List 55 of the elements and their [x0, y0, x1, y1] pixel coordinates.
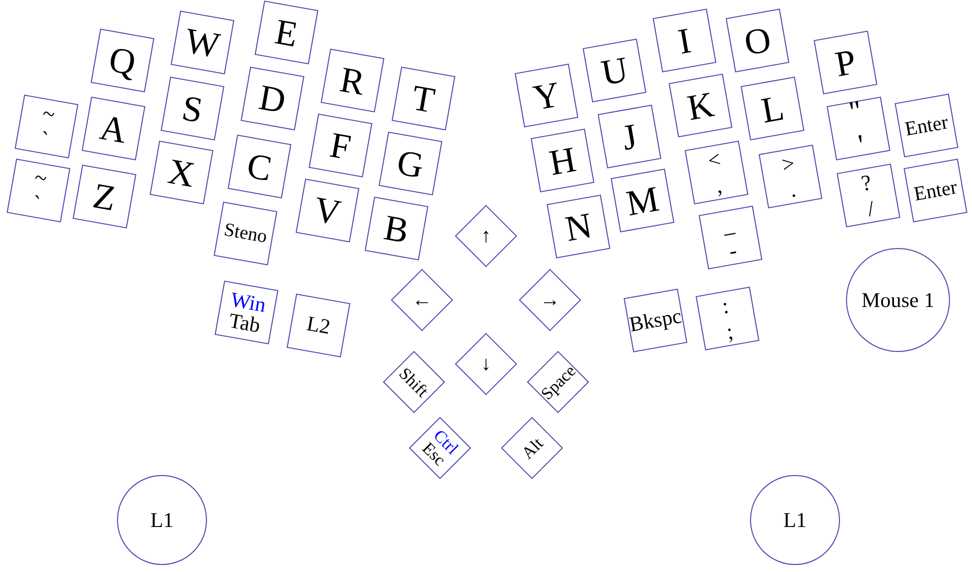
key-label: J — [618, 117, 640, 155]
key-label: ↓ — [481, 354, 491, 374]
key-label: L2 — [304, 312, 332, 338]
key-label: Enter — [912, 176, 958, 204]
key-label: - — [726, 238, 738, 262]
key-label: Enter — [902, 111, 950, 139]
key-label: P — [832, 42, 858, 82]
key-label: T — [409, 78, 437, 118]
key-label: : — [720, 294, 730, 317]
key-label: C — [244, 146, 274, 186]
key-label: _ — [720, 212, 736, 236]
key-label: Q — [106, 40, 138, 80]
key-label: → — [540, 290, 560, 310]
key-label: ~ — [40, 101, 56, 126]
key-label: > — [780, 151, 796, 176]
key-label: R — [337, 60, 367, 100]
key-label: N — [562, 206, 594, 246]
key-label: F — [327, 126, 353, 164]
key-label: Mouse 1 — [862, 290, 934, 310]
key-label: , — [714, 174, 723, 196]
key-label: X — [165, 152, 197, 192]
key-label: E — [272, 12, 300, 52]
key-label: ' — [856, 130, 866, 160]
key-label: Z — [90, 176, 118, 216]
key-label: ` — [38, 127, 50, 150]
key-label: V — [311, 190, 343, 230]
key-label: ~ — [32, 165, 48, 190]
key-label: U — [598, 50, 630, 90]
key-label: < — [706, 147, 722, 172]
key-label: ; — [724, 319, 734, 342]
key-label: Y — [530, 75, 562, 115]
key-label: Bkspc — [627, 305, 683, 335]
key-label: L1 — [783, 510, 807, 530]
key-label: ` — [30, 191, 42, 214]
key-label: D — [256, 78, 288, 118]
key-label: G — [394, 143, 426, 183]
key-label: / — [865, 196, 876, 220]
key-label: ? — [859, 170, 872, 194]
key-label: " — [846, 95, 864, 128]
key-label: Steno — [222, 220, 268, 246]
key-label: H — [546, 140, 578, 180]
key-label: . — [788, 178, 797, 200]
key-label: L1 — [150, 510, 174, 530]
key-label: L — [758, 88, 786, 128]
key-label: O — [741, 20, 773, 60]
key-label: K — [684, 85, 716, 125]
key-label: M — [623, 180, 661, 220]
key-label: ↑ — [481, 226, 491, 246]
key-label: Alt — [518, 434, 546, 462]
key-label: W — [182, 21, 222, 63]
key-label: S — [179, 88, 205, 128]
key-label: B — [381, 208, 411, 248]
key-label: ← — [412, 290, 432, 310]
key-label: A — [97, 108, 129, 148]
key-label: I — [674, 21, 694, 59]
